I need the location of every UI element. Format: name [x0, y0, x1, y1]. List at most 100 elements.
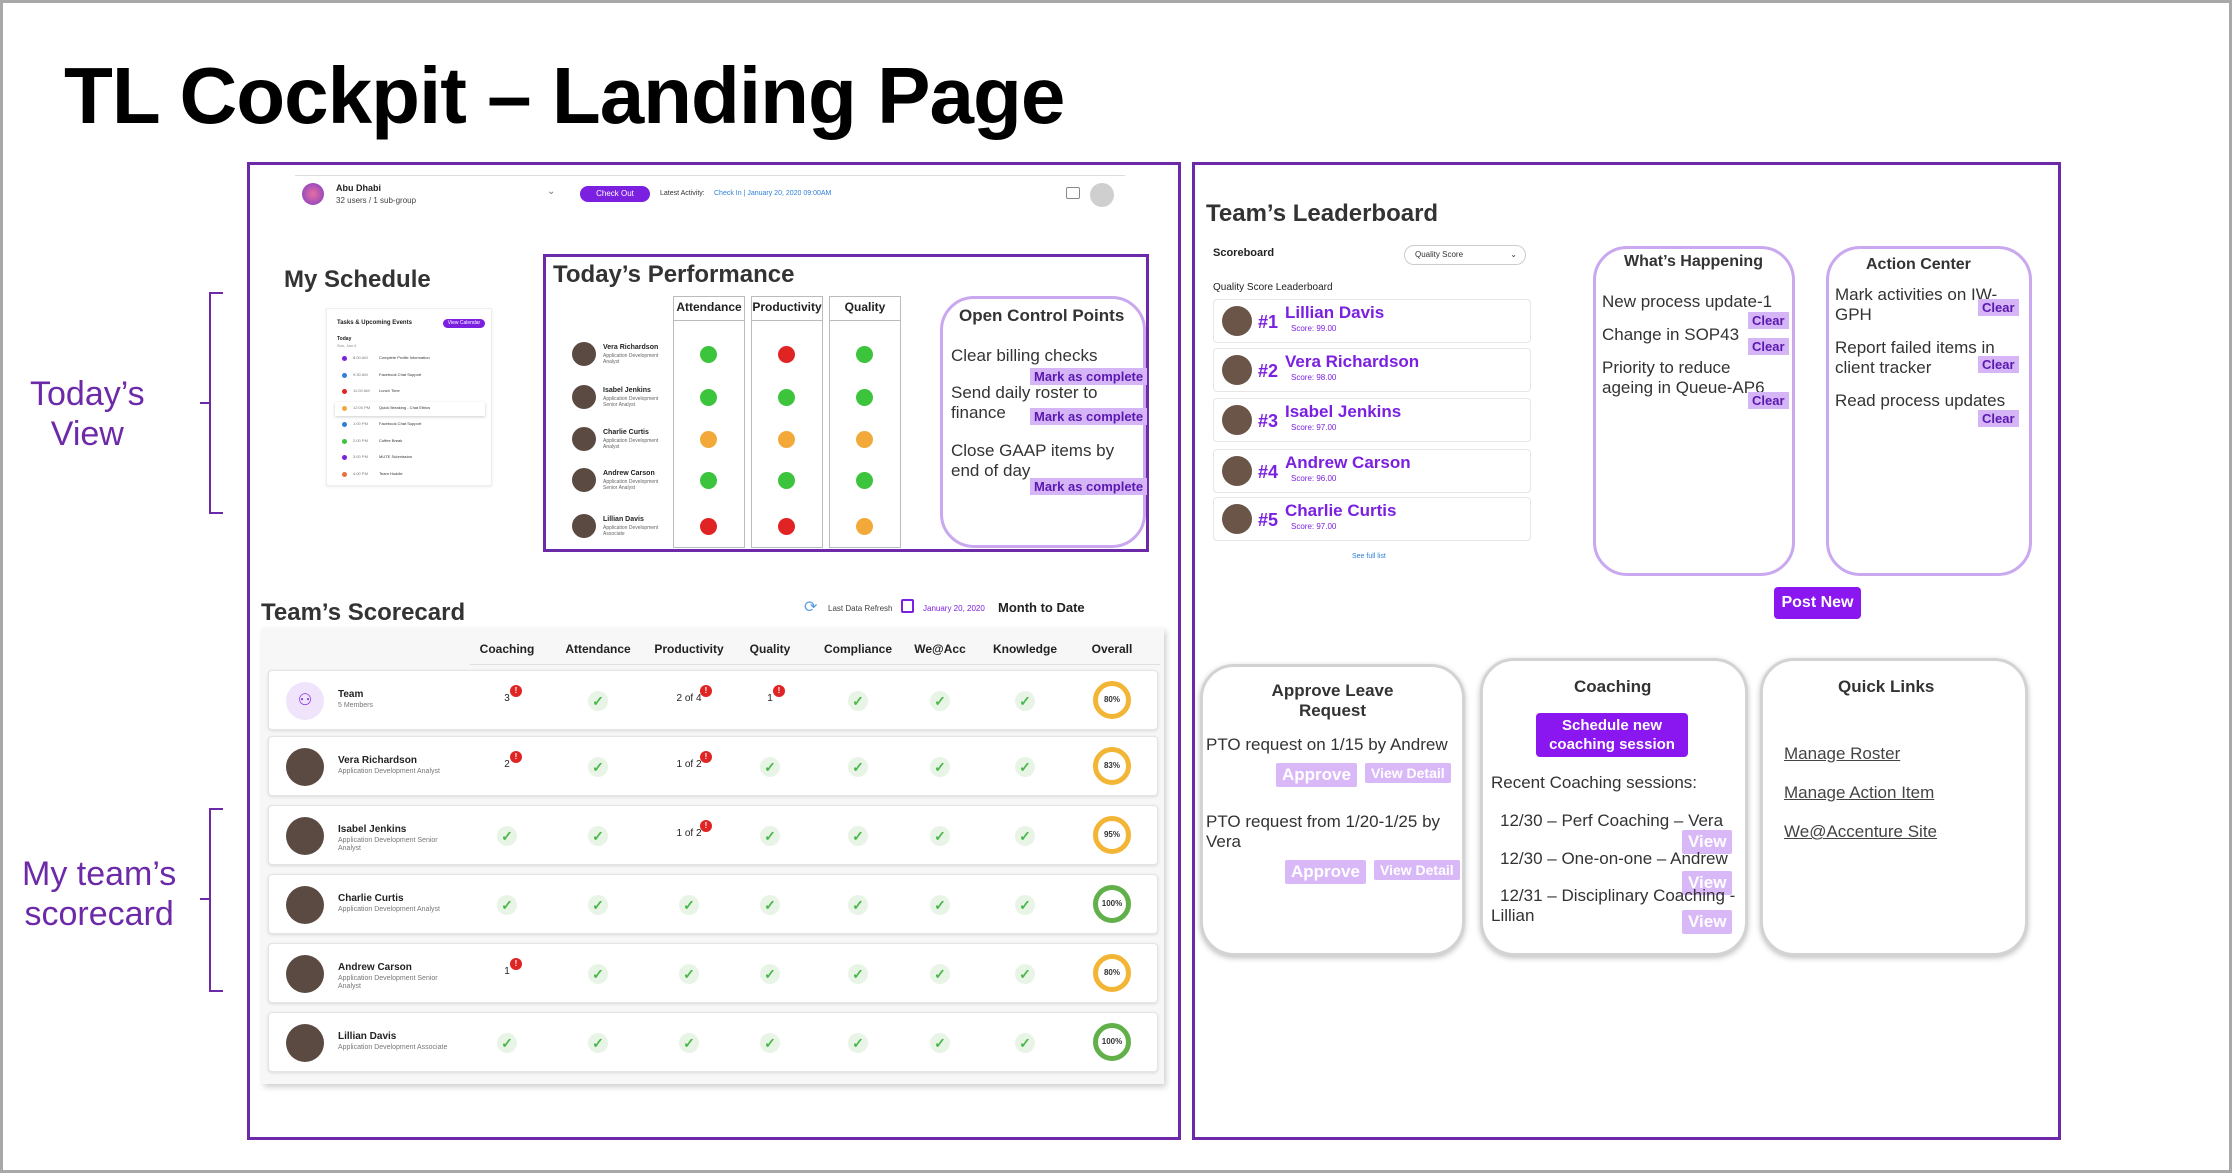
performance-column-header: Productivity — [752, 300, 822, 314]
check-icon: ✓ — [588, 691, 608, 711]
clear-button[interactable]: Clear — [1978, 299, 2019, 317]
scorecard-column-header[interactable]: Productivity — [654, 642, 724, 656]
location-name[interactable]: Abu Dhabi — [336, 183, 381, 193]
calendar-icon[interactable] — [901, 599, 914, 613]
event-dot — [342, 471, 347, 477]
post-new-button[interactable]: Post New — [1774, 587, 1861, 619]
clear-button[interactable]: Clear — [1978, 410, 2019, 428]
alert-badge: ! — [700, 820, 712, 832]
scorecard-column-header[interactable]: Attendance — [565, 642, 631, 656]
leaderboard-avatar — [1222, 355, 1252, 385]
column-divider — [829, 320, 901, 321]
refresh-date[interactable]: January 20, 2020 — [923, 604, 985, 613]
rank: #4 — [1258, 462, 1279, 482]
schedule-coaching-button[interactable]: Schedule new coaching session — [1536, 713, 1688, 757]
schedule-label: Lunch Time — [379, 388, 400, 393]
scorecard-column-header[interactable]: Overall — [1091, 642, 1133, 656]
schedule-label: Quick Breaking - Chat Ethics — [379, 404, 431, 410]
view-calendar-button[interactable]: View Calendar — [443, 319, 485, 328]
check-icon: ✓ — [760, 964, 780, 984]
news-item: New process update-1 — [1602, 292, 1773, 311]
quick-link[interactable]: We@Accenture Site — [1784, 822, 1938, 841]
person-avatar — [286, 886, 324, 924]
event-dot — [342, 455, 347, 460]
schedule-time: 4:00 PM — [353, 470, 368, 476]
chevron-down-icon[interactable]: ⌄ — [547, 186, 556, 197]
overall-score: 100% — [1093, 885, 1131, 923]
table-row[interactable] — [268, 670, 1158, 730]
table-row[interactable] — [268, 943, 1158, 1003]
quick-link[interactable]: Manage Roster — [1784, 744, 1901, 763]
schedule-item[interactable]: 11:00 AM Lunch Time — [335, 385, 485, 399]
view-session-button[interactable]: View — [1682, 871, 1733, 895]
event-dot — [342, 389, 347, 394]
approve-button[interactable]: Approve — [1285, 860, 1366, 884]
check-icon: ✓ — [930, 691, 950, 711]
avatar[interactable] — [1090, 183, 1114, 207]
action-item: Report failed items in client tracker — [1835, 338, 1995, 377]
table-row[interactable] — [268, 805, 1158, 865]
performance-column — [751, 296, 823, 548]
clear-button[interactable]: Clear — [1748, 392, 1789, 410]
leader-name: Isabel Jenkins — [1285, 402, 1402, 421]
see-full-list-link[interactable]: See full list — [1352, 553, 1386, 560]
check-icon: ✓ — [930, 1033, 950, 1053]
clear-button[interactable]: Clear — [1748, 338, 1789, 356]
schedule-time: 11:00 AM — [353, 388, 370, 393]
schedule-time: 3:00 PM — [353, 454, 368, 459]
person-avatar — [572, 468, 596, 492]
table-row[interactable] — [268, 1012, 1158, 1072]
row-name: Charlie Curtis — [338, 893, 404, 904]
schedule-card-title: Tasks & Upcoming Events — [337, 320, 412, 326]
mark-complete-button[interactable]: Mark as complete — [1030, 478, 1148, 496]
check-icon: ✓ — [1015, 826, 1035, 846]
mark-complete-label: Mark as complete — [1030, 478, 1148, 495]
view-session-button[interactable]: View — [1682, 910, 1733, 934]
action-item: Mark activities on IW-GPH — [1835, 285, 1998, 324]
view-session-button[interactable]: View — [1682, 830, 1733, 854]
scorecard-column-header[interactable]: Quality — [749, 642, 791, 656]
layers-icon[interactable] — [1066, 187, 1080, 199]
person-avatar — [286, 955, 324, 993]
scorecard-column-header[interactable]: Knowledge — [992, 642, 1057, 656]
today-view-label-line: View — [50, 415, 124, 453]
check-icon: ✓ — [848, 964, 868, 984]
view-detail-button[interactable]: View Detail — [1374, 860, 1460, 880]
row-name: Isabel Jenkins — [338, 824, 407, 835]
scorecard-column-header[interactable]: Compliance — [823, 642, 892, 656]
refresh-icon[interactable]: ⟳ — [804, 599, 818, 616]
table-row[interactable] — [268, 874, 1158, 934]
score-select[interactable]: Quality Score⌄ — [1404, 245, 1526, 265]
overall-score: 83% — [1093, 747, 1131, 785]
whats-happening-title: What’s Happening — [1624, 253, 1763, 270]
recent-coaching-label: Recent Coaching sessions: — [1491, 773, 1698, 792]
clear-button[interactable]: Clear — [1748, 312, 1789, 330]
mark-complete-button[interactable]: Mark as complete — [1030, 408, 1148, 426]
quick-link[interactable]: Manage Action Item — [1784, 783, 1935, 802]
view-detail-button[interactable]: View Detail — [1365, 763, 1451, 783]
clear-button[interactable]: Clear — [1978, 356, 2019, 374]
approve-leave-title: Approve Leave Request — [1271, 681, 1394, 720]
scorecard-column-header[interactable]: Coaching — [479, 642, 535, 656]
scorecard-column-header[interactable]: We@Acc — [914, 642, 966, 656]
period-select[interactable]: Month to Date — [998, 600, 1085, 615]
table-row[interactable] — [268, 736, 1158, 796]
approve-button[interactable]: Approve — [1276, 763, 1357, 787]
today-view-label-line: Today’s — [30, 375, 145, 413]
overall-score: 80% — [1093, 681, 1131, 719]
mark-complete-button[interactable]: Mark as complete — [1030, 368, 1148, 386]
scorecard-header-row — [470, 633, 1160, 665]
checkout-button[interactable]: Check Out — [580, 186, 650, 202]
